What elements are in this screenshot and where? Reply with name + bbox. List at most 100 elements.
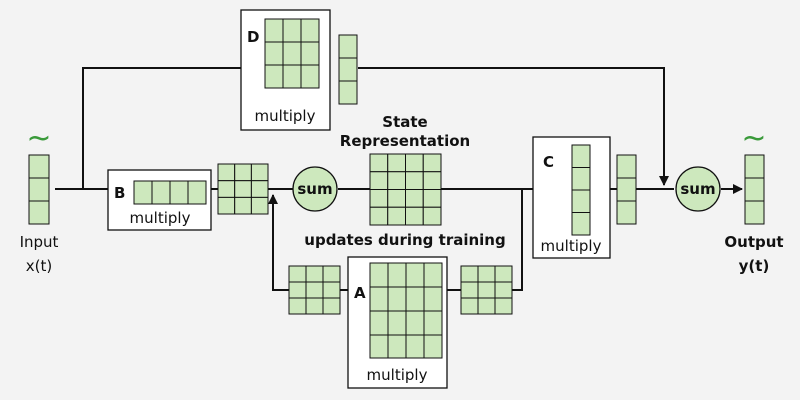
matrix-cell: [460, 281, 479, 299]
connection-lines: [55, 67, 743, 291]
matrix-cell: [422, 171, 442, 190]
matrix-cell: [217, 163, 236, 182]
matrix-cell: [405, 153, 424, 173]
input-tilde-icon: ~: [26, 121, 51, 156]
matrix-cell: [369, 206, 389, 226]
matrix-cell: [369, 153, 389, 173]
matrix-cell: [405, 310, 425, 336]
matrix-cell: [387, 171, 406, 190]
matrix-cell: [571, 189, 591, 213]
matrix-cell: [187, 180, 207, 205]
sum-label: sum: [297, 180, 332, 198]
vector-cell: [338, 80, 358, 105]
matrix-cell: [477, 265, 496, 283]
c-output-vector: [616, 154, 637, 225]
matrix-cell: [387, 153, 406, 173]
matrix-cell: [288, 265, 307, 283]
input-vector-cell: [28, 200, 50, 225]
matrix-cell: [305, 297, 324, 315]
matrix-cell: [369, 171, 389, 190]
matrix-cell: [422, 189, 442, 208]
state-representation: State Representation updates during trai…: [304, 113, 505, 249]
matrix-cell: [300, 18, 320, 43]
sum-node-output: sum: [675, 166, 721, 212]
vector-cell: [338, 57, 358, 82]
training-note: updates during training: [304, 231, 505, 249]
sum-circle: [675, 166, 721, 212]
matrix-cell: [460, 265, 479, 283]
matrix-cell: [494, 265, 513, 283]
matrix-cell: [422, 153, 442, 173]
block-c-letter: C: [543, 153, 554, 171]
matrix-cell: [305, 265, 324, 283]
matrix-cell: [369, 189, 389, 208]
block-c: C multiply: [532, 136, 611, 259]
matrix-cell: [405, 189, 424, 208]
output-vector-cell: [744, 154, 765, 179]
block-a: A multiply: [347, 256, 448, 389]
matrix-cell: [369, 334, 389, 359]
matrix-cell: [405, 334, 425, 359]
output-vector-cell: [744, 177, 765, 202]
wire-state-to-a: [512, 189, 523, 291]
sum-node-state: sum: [292, 166, 338, 212]
matrix-cell: [423, 310, 443, 336]
input-signal-label: x(t): [26, 257, 52, 275]
matrix-cell: [423, 334, 443, 359]
input-vector-cell: [28, 177, 50, 202]
matrix-cell: [288, 297, 307, 315]
wire-feedback-to-sum: [268, 194, 289, 291]
matrix-cell: [288, 281, 307, 299]
matrix-cell: [234, 180, 252, 198]
input-label: Input: [20, 233, 59, 251]
output-tilde-icon: ~: [741, 121, 766, 156]
block-d-matrix: [264, 18, 320, 89]
sum-circle: [292, 166, 338, 212]
matrix-cell: [282, 41, 302, 66]
input-vector-cell: [28, 154, 50, 179]
block-b-matrix: [133, 180, 207, 205]
matrix-cell: [250, 163, 269, 182]
block-c-op-label: multiply: [541, 237, 602, 255]
matrix-cell: [322, 281, 341, 299]
matrix-cell: [250, 180, 269, 198]
a-output-matrix: [460, 265, 513, 315]
matrix-cell: [422, 206, 442, 226]
matrix-cell: [423, 262, 443, 288]
block-a-matrix: [369, 262, 443, 359]
matrix-cell: [234, 196, 252, 215]
matrix-cell: [405, 286, 425, 312]
state-title-line1: State: [382, 113, 427, 131]
matrix-cell: [322, 265, 341, 283]
matrix-cell: [387, 206, 406, 226]
matrix-cell: [387, 334, 407, 359]
matrix-cell: [387, 189, 406, 208]
block-b-op-label: multiply: [130, 209, 191, 227]
output-node: ~ Output y(t): [724, 121, 783, 275]
matrix-cell: [217, 196, 236, 215]
matrix-cell: [405, 262, 425, 288]
matrix-cell: [264, 64, 284, 89]
block-a-letter: A: [354, 284, 366, 302]
matrix-cell: [305, 281, 324, 299]
matrix-cell: [571, 167, 591, 191]
matrix-cell: [264, 41, 284, 66]
matrix-cell: [405, 206, 424, 226]
matrix-cell: [300, 41, 320, 66]
matrix-cell: [387, 286, 407, 312]
matrix-cell: [282, 18, 302, 43]
matrix-cell: [133, 180, 153, 205]
matrix-cell: [282, 64, 302, 89]
block-d: D multiply: [240, 9, 331, 131]
matrix-cell: [369, 286, 389, 312]
matrix-cell: [322, 297, 341, 315]
matrix-cell: [423, 286, 443, 312]
block-a-op-label: multiply: [367, 366, 428, 384]
input-node: ~ Input x(t): [20, 121, 59, 275]
matrix-cell: [494, 297, 513, 315]
matrix-cell: [405, 171, 424, 190]
state-title-line2: Representation: [340, 132, 470, 150]
sum-label: sum: [680, 180, 715, 198]
matrix-cell: [300, 64, 320, 89]
